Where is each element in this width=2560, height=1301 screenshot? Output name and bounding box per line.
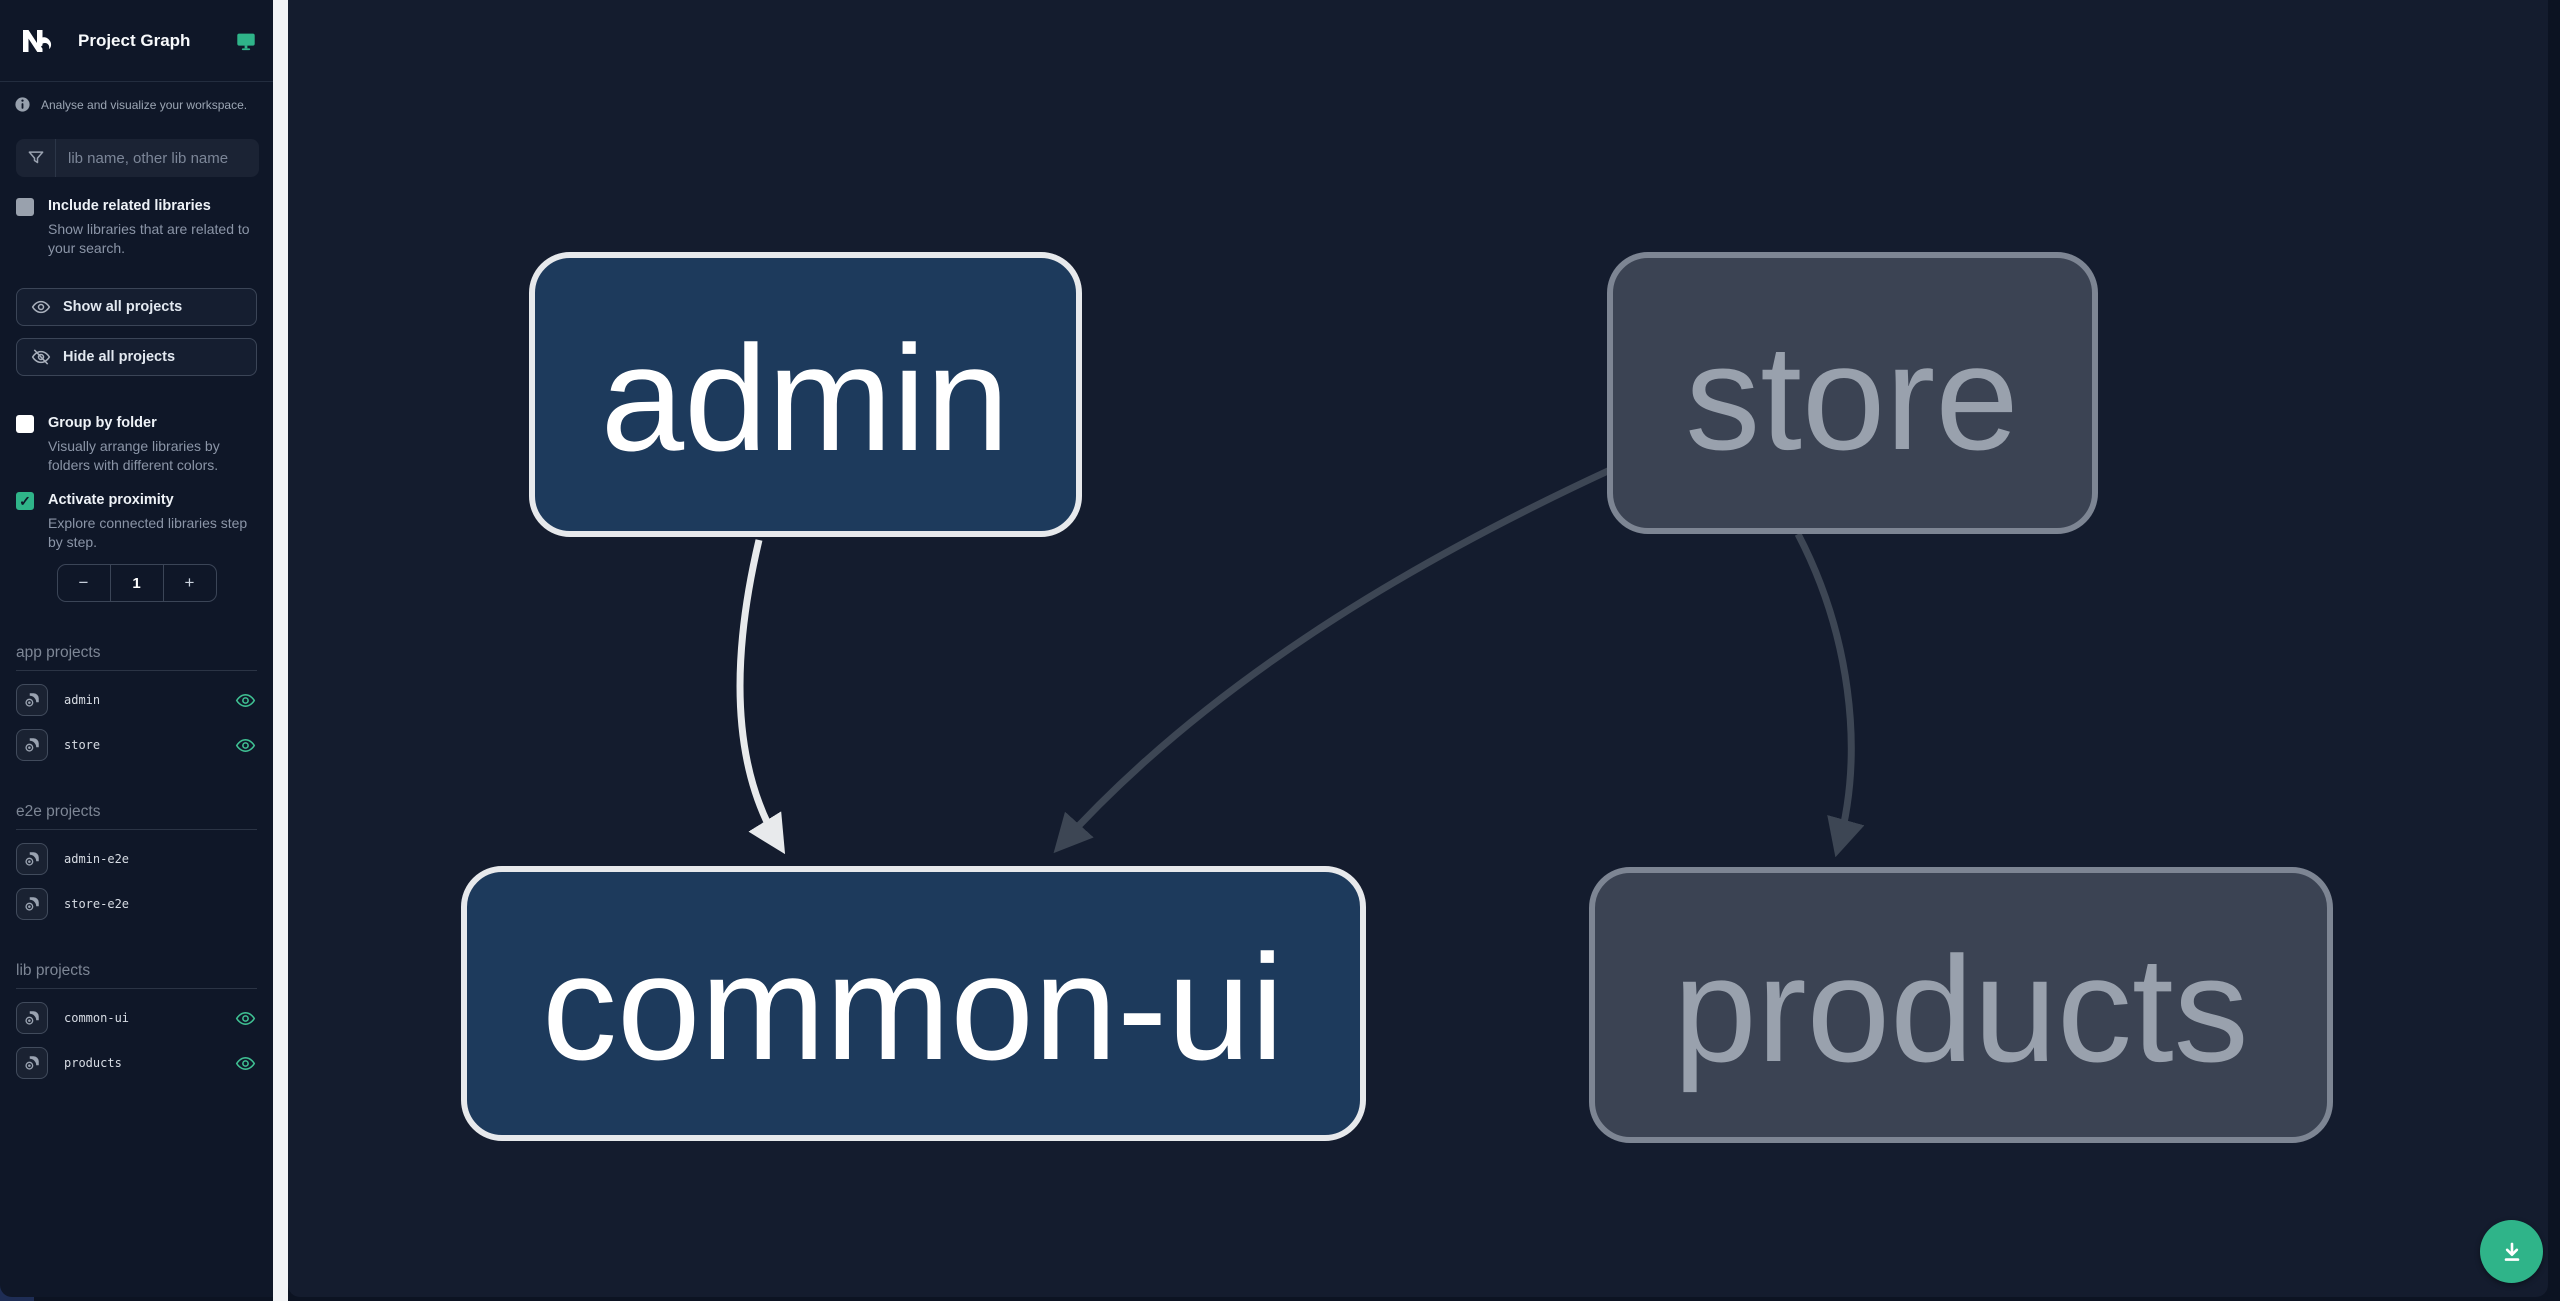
activate-proximity-description: Explore connected libraries step by step… bbox=[48, 515, 248, 550]
workspace-info: Analyse and visualize your workspace. bbox=[0, 82, 273, 113]
svg-text:store: store bbox=[1685, 313, 2018, 481]
svg-text:products: products bbox=[1673, 925, 2248, 1093]
focus-project-button[interactable] bbox=[16, 888, 48, 920]
graph-node-store[interactable]: store bbox=[1607, 252, 2098, 534]
show-all-projects-button[interactable]: Show all projects bbox=[16, 288, 257, 326]
hide-all-projects-button[interactable]: Hide all projects bbox=[16, 338, 257, 376]
svg-text:common-ui: common-ui bbox=[542, 923, 1284, 1091]
toggle-visibility-eye-icon[interactable] bbox=[233, 1051, 257, 1075]
project-name: store-e2e bbox=[64, 897, 130, 911]
eye-icon bbox=[31, 300, 51, 314]
section-e2e-projects: e2e projects admin-e2e bbox=[16, 803, 257, 920]
nx-logo bbox=[23, 29, 52, 52]
graph-node-products[interactable]: products bbox=[1589, 867, 2333, 1143]
sidebar-resizer[interactable] bbox=[273, 0, 288, 1301]
focus-project-button[interactable] bbox=[16, 843, 48, 875]
proximity-stepper: − 1 + bbox=[56, 564, 217, 602]
sidebar-header: Project Graph bbox=[0, 0, 273, 82]
activate-proximity-checkbox[interactable]: ✓ bbox=[16, 492, 34, 510]
list-item-products: products bbox=[16, 1047, 257, 1079]
show-all-label: Show all projects bbox=[63, 299, 183, 315]
focus-project-button[interactable] bbox=[16, 1002, 48, 1034]
list-item-admin: admin bbox=[16, 684, 257, 716]
section-title: e2e projects bbox=[16, 803, 257, 830]
download-icon bbox=[2504, 1242, 2519, 1261]
include-related-description: Show libraries that are related to your … bbox=[48, 221, 250, 256]
project-name: products bbox=[64, 1056, 122, 1070]
proximity-increment-button[interactable]: + bbox=[164, 565, 216, 601]
project-name: store bbox=[64, 738, 101, 752]
edge-store-common-ui[interactable] bbox=[1053, 466, 1612, 854]
focus-project-button[interactable] bbox=[16, 1047, 48, 1079]
list-item-store-e2e: store-e2e bbox=[16, 888, 257, 920]
focus-project-icon bbox=[25, 1056, 39, 1070]
list-item-common-ui: common-ui bbox=[16, 1002, 257, 1034]
workspace-info-text: Analyse and visualize your workspace. bbox=[41, 97, 248, 112]
list-item-admin-e2e: admin-e2e bbox=[16, 843, 257, 875]
option-include-related[interactable]: Include related libraries Show libraries… bbox=[0, 197, 273, 258]
activate-proximity-label: Activate proximity bbox=[48, 492, 174, 508]
graph-canvas[interactable]: admin store common-ui products bbox=[288, 0, 2548, 1297]
group-by-folder-checkbox[interactable] bbox=[16, 415, 34, 433]
filter-funnel-icon bbox=[16, 139, 56, 177]
list-item-store: store bbox=[16, 729, 257, 761]
toggle-visibility-eye-icon[interactable] bbox=[233, 688, 257, 712]
download-graph-button[interactable] bbox=[2480, 1220, 2543, 1283]
section-app-projects: app projects admin bbox=[16, 644, 257, 761]
section-lib-projects: lib projects common-ui bbox=[16, 962, 257, 1079]
include-related-checkbox[interactable] bbox=[16, 198, 34, 216]
project-name: common-ui bbox=[64, 1011, 130, 1025]
group-by-folder-description: Visually arrange libraries by folders wi… bbox=[48, 438, 220, 473]
page-title: Project Graph bbox=[78, 30, 191, 50]
filter-search bbox=[16, 139, 259, 177]
search-input[interactable] bbox=[56, 139, 259, 177]
eye-off-icon bbox=[31, 349, 51, 365]
project-name: admin-e2e bbox=[64, 852, 130, 866]
section-title: lib projects bbox=[16, 962, 257, 989]
toggle-visibility-eye-icon[interactable] bbox=[233, 733, 257, 757]
option-activate-proximity[interactable]: ✓ Activate proximity Explore connected l… bbox=[0, 491, 273, 552]
focus-project-icon bbox=[25, 693, 39, 707]
sidebar: Project Graph Analyse and visualize your… bbox=[0, 0, 273, 1297]
section-title: app projects bbox=[16, 644, 257, 671]
focus-project-icon bbox=[25, 738, 39, 752]
svg-text:admin: admin bbox=[601, 314, 1010, 482]
info-icon bbox=[15, 97, 30, 112]
graph-node-admin[interactable]: admin bbox=[529, 252, 1082, 537]
focus-project-icon bbox=[25, 852, 39, 866]
proximity-decrement-button[interactable]: − bbox=[58, 565, 110, 601]
focus-project-button[interactable] bbox=[16, 684, 48, 716]
monitor-icon[interactable] bbox=[235, 30, 257, 52]
option-group-by-folder[interactable]: Group by folder Visually arrange librari… bbox=[0, 414, 273, 475]
focus-project-button[interactable] bbox=[16, 729, 48, 761]
edge-admin-common-ui[interactable] bbox=[736, 539, 786, 855]
proximity-value: 1 bbox=[109, 565, 164, 601]
group-by-folder-label: Group by folder bbox=[48, 415, 157, 431]
hide-all-label: Hide all projects bbox=[63, 349, 176, 365]
project-name: admin bbox=[64, 693, 101, 707]
graph-node-common-ui[interactable]: common-ui bbox=[461, 866, 1366, 1141]
edge-store-products[interactable] bbox=[1794, 532, 1865, 858]
include-related-label: Include related libraries bbox=[48, 198, 211, 214]
toggle-visibility-eye-icon[interactable] bbox=[233, 1006, 257, 1030]
focus-project-icon bbox=[25, 897, 39, 911]
focus-project-icon bbox=[25, 1011, 39, 1025]
